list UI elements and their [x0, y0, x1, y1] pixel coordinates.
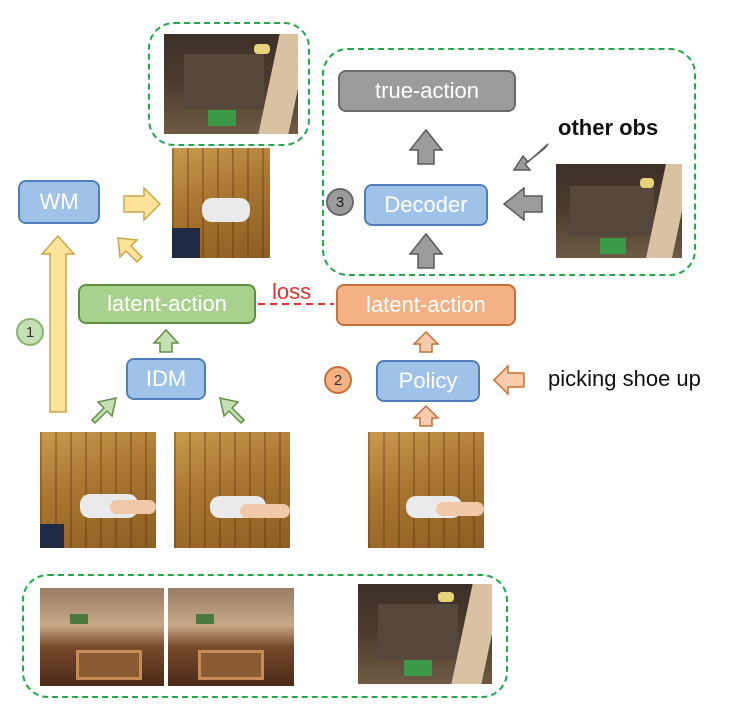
wm-output-image	[172, 148, 270, 258]
idm-node: IDM	[126, 358, 206, 400]
loss-label: loss	[272, 279, 312, 304]
policy-node: Policy	[376, 360, 480, 402]
decoder-node: Decoder	[364, 184, 488, 226]
policy-input-frame	[368, 432, 484, 548]
bottom-observation-group	[22, 574, 508, 698]
instruction-label: picking shoe up	[548, 366, 701, 391]
instruction-to-policy-arrow	[492, 364, 525, 396]
decoder-group	[322, 48, 696, 276]
latent-to-decoder-arrow	[408, 232, 444, 269]
input-frame-2	[174, 432, 290, 548]
wm-input-arrow	[40, 234, 76, 413]
frame2-to-idm-arrow	[219, 397, 246, 425]
latent-action-node-right: latent-action	[336, 284, 516, 326]
bottom-frame-3	[358, 584, 492, 684]
policy-to-latent-arrow	[412, 330, 440, 353]
input-frame-1	[40, 432, 156, 548]
frame-to-policy-arrow	[412, 404, 440, 427]
other-obs-to-decoder-arrow	[502, 186, 543, 222]
step-2-marker: 2	[324, 366, 352, 394]
wm-node: WM	[18, 180, 100, 224]
other-obs-label: other obs	[558, 115, 659, 140]
latent-action-node-left: latent-action	[78, 284, 256, 324]
true-action-node: true-action	[338, 70, 516, 112]
step-1-marker: 1	[16, 318, 44, 346]
wm-to-image-arrow	[123, 186, 162, 222]
other-obs-label-arrow	[512, 143, 549, 171]
predicted-observation-image	[164, 34, 298, 134]
step-3-marker: 3	[326, 188, 354, 216]
decoder-to-true-action-arrow	[408, 128, 444, 165]
idm-to-latent-arrow	[152, 328, 180, 353]
other-obs-image	[556, 164, 682, 258]
latent-to-image-arrow	[117, 237, 144, 264]
bottom-frame-1	[40, 588, 164, 686]
bottom-frame-2	[168, 588, 294, 686]
top-observation-group	[148, 22, 310, 146]
frame1-to-idm-arrow	[90, 397, 117, 425]
